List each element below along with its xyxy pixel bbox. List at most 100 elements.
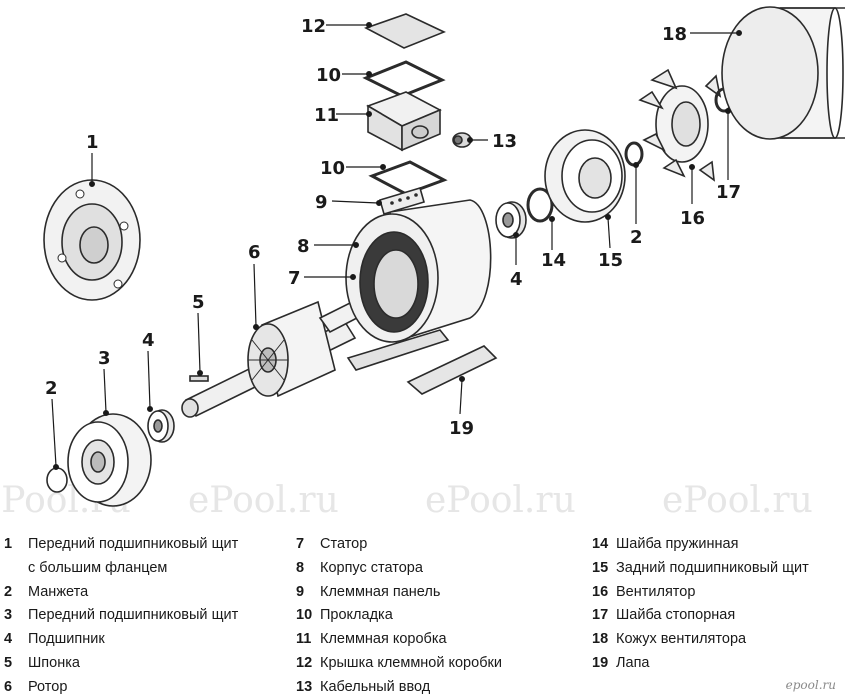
legend-item: 6 Ротор (4, 676, 238, 700)
legend-item: 15 Задний подшипниковый щит (592, 557, 809, 581)
legend-number: 13 (296, 678, 313, 695)
callout-10-top: 10 (316, 65, 341, 86)
callout-13: 13 (492, 131, 517, 152)
legend-text: Передний подшипниковый щит (28, 536, 239, 552)
bearing-rear (495, 201, 527, 239)
mounting-foot (406, 345, 498, 395)
legend-item: 17 Шайба стопорная (592, 604, 809, 628)
callout-4-rear: 4 (510, 269, 523, 290)
fan-cowl (721, 6, 845, 140)
legend-number: 6 (4, 678, 13, 695)
legend-number: 8 (296, 559, 305, 576)
terminal-panel (379, 187, 425, 215)
rotor (181, 290, 382, 418)
legend-text: Шпонка (28, 654, 80, 671)
exploded-motor-diagram: ePool.ru ePool.ru ePool.ru ePool.ru (0, 6, 845, 521)
callout-15: 15 (598, 250, 623, 271)
stator-housing (345, 199, 492, 371)
callout-5: 5 (192, 292, 205, 313)
callout-16: 16 (680, 208, 705, 229)
gasket-top (362, 60, 446, 98)
legend-item: 13 Кабельный ввод (296, 676, 502, 700)
legend-column-3: 14 Шайба пружинная 15 Задний подшипниковый… (592, 533, 809, 676)
legend-text: Манжета (28, 583, 89, 600)
legend-item: 16 Вентилятор (592, 581, 809, 605)
callout-12: 12 (301, 16, 326, 37)
callout-9: 9 (315, 192, 328, 213)
legend-item: 7 Статор (296, 533, 502, 557)
legend-number: 17 (592, 607, 609, 624)
legend-text: Кожух вентилятора (616, 631, 747, 648)
gasket-lower (368, 160, 448, 196)
shaft-key (189, 375, 209, 382)
callout-14: 14 (541, 250, 566, 271)
legend-item: 2 Манжета (4, 581, 238, 605)
watermark: ePool.ru (425, 480, 576, 521)
rear-bearing-shield (544, 129, 626, 223)
callout-8: 8 (297, 236, 310, 257)
legend-text: Клеммная коробка (320, 631, 447, 648)
legend-number: 18 (592, 631, 609, 648)
callout-10-lower: 10 (320, 158, 345, 179)
callout-11: 11 (314, 105, 339, 126)
legend-text: Вентилятор (616, 583, 696, 600)
legend-item: 11 Клеммная коробка (296, 628, 502, 652)
callout-7: 7 (288, 268, 301, 289)
legend-number: 1 (4, 536, 13, 552)
spring-washer (526, 187, 554, 223)
terminal-box-cover (364, 13, 446, 49)
front-flange-shield (43, 179, 141, 301)
callout-3: 3 (98, 348, 111, 369)
legend-text: Шайба стопорная (616, 607, 736, 624)
legend-text: Статор (320, 536, 368, 552)
legend-number: 9 (296, 583, 305, 600)
legend-text: Подшипник (28, 631, 105, 648)
seal-ring-rear (624, 141, 644, 167)
legend-text: Корпус статора (320, 559, 423, 576)
legend-number: 7 (296, 536, 305, 552)
bearing-front (147, 409, 175, 443)
legend-number: 11 (296, 631, 312, 648)
legend-number: 14 (592, 536, 609, 552)
legend-item: 4 Подшипник (4, 628, 238, 652)
legend-item: 14 Шайба пружинная (592, 533, 809, 557)
leader-lines (51, 22, 742, 471)
legend-item: с большим фланцем (4, 557, 238, 581)
callout-17: 17 (716, 182, 741, 203)
legend-text: Лапа (616, 654, 650, 671)
legend-item: 18 Кожух вентилятора (592, 628, 809, 652)
legend-number: 5 (4, 654, 13, 671)
watermark: ePool.ru (662, 480, 813, 521)
terminal-box (366, 91, 442, 152)
callout-2-rear: 2 (630, 227, 643, 248)
legend-number: 16 (592, 583, 609, 600)
legend-text: Кабельный ввод (320, 678, 431, 695)
legend-text: с большим фланцем (28, 559, 168, 576)
legend-number: 15 (592, 559, 609, 576)
callout-19: 19 (449, 418, 474, 439)
cable-gland (452, 132, 472, 148)
callout-18: 18 (662, 24, 687, 45)
cooling-fan (638, 68, 722, 182)
legend-text: Шайба пружинная (616, 536, 739, 552)
legend-text: Ротор (28, 678, 68, 695)
legend-number (4, 557, 28, 581)
callout-4-front: 4 (142, 330, 155, 351)
legend-item: 8 Корпус статора (296, 557, 502, 581)
legend-number: 10 (296, 607, 313, 624)
front-bearing-shield (67, 413, 152, 507)
legend-number: 3 (4, 607, 13, 624)
legend-text: Прокладка (320, 607, 393, 624)
legend-number: 2 (4, 583, 13, 600)
callout-1: 1 (86, 132, 99, 153)
legend-number: 4 (4, 631, 13, 648)
site-credit: epool.ru (785, 678, 836, 692)
callout-2-front: 2 (45, 378, 58, 399)
legend-text: Задний подшипниковый щит (616, 559, 809, 576)
legend-column-1: 1 Передний подшипниковый щит с большим фл… (4, 533, 238, 700)
